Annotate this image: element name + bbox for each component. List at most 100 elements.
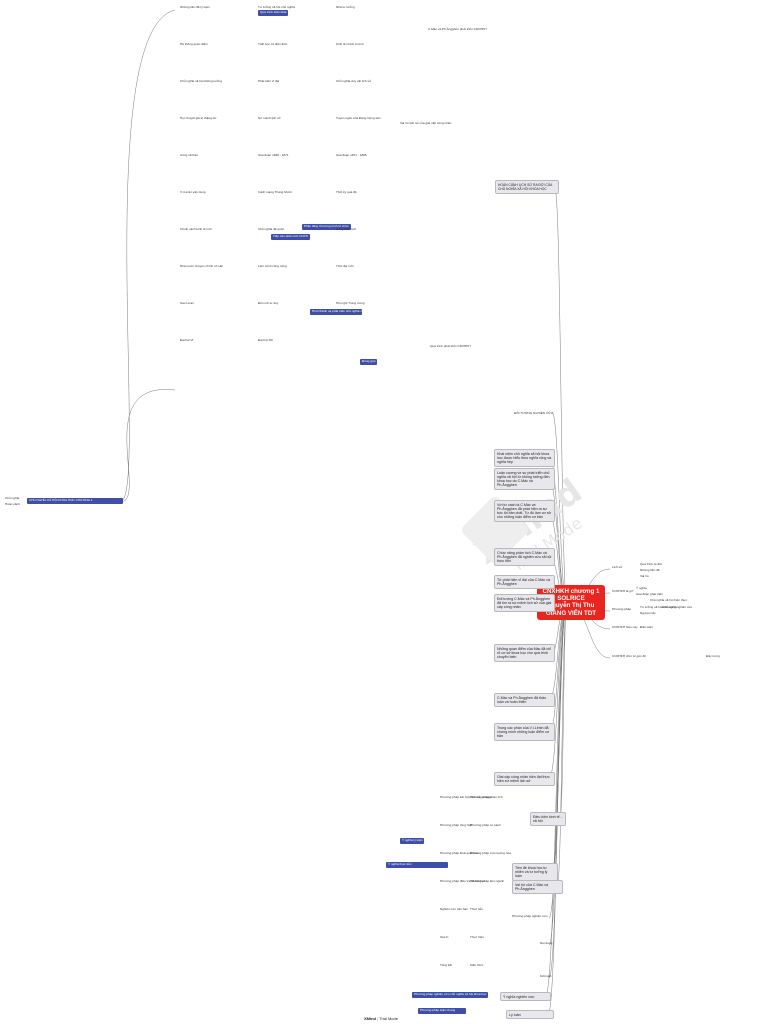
- upper-leaf-1[interactable]: Tư tưởng xã hội chủ nghĩa: [258, 5, 295, 9]
- upper-leaf-17[interactable]: Thời kỳ quá độ: [336, 190, 357, 194]
- upper-leaf-16[interactable]: Cách mạng Tháng Mười: [258, 190, 292, 194]
- lower-blue-0[interactable]: Ý nghĩa lý luận: [400, 838, 425, 844]
- connector-19: [547, 602, 568, 1016]
- upper-leaf-27[interactable]: Đại hội VI: [180, 338, 194, 342]
- central-leaf-9[interactable]: Điều kiện: [640, 625, 653, 629]
- central-branch-0[interactable]: Lịch sử: [612, 565, 623, 569]
- upper-leaf-26[interactable]: Hội nghị Trung ương: [336, 301, 365, 305]
- lower-leaf-4[interactable]: Phương pháp khái quát hóa: [440, 851, 479, 855]
- lower-box-e[interactable]: Ý nghĩa nghiên cứu: [500, 992, 551, 1002]
- upper-leaf-13[interactable]: Giai đoạn 1848 - 1871: [258, 153, 289, 157]
- central-leaf-0[interactable]: Quá trình ra đời: [640, 562, 662, 566]
- node-object[interactable]: ĐỐI TƯỢNG NGHIÊN CỨU: [514, 411, 553, 415]
- right-box-1[interactable]: Khái niệm chủ nghĩa xã hội khoa học được…: [494, 449, 555, 467]
- upper-blue-1[interactable]: Phân tầng Chương trình tổ chức: [302, 224, 351, 230]
- central-leaf-2[interactable]: Vai trò: [640, 574, 649, 578]
- upper-leaf-12[interactable]: Công xã Pari: [180, 153, 198, 157]
- central-leaf-1[interactable]: Những tiền đề: [640, 568, 660, 572]
- right-box-9[interactable]: Trong các phần của V.I.Lênin đã chứng mi…: [494, 723, 555, 741]
- lower-leaf-12[interactable]: Tổng kết: [440, 963, 453, 967]
- far-left-highlight[interactable]: CHỦ NGHĨA XÃ HỘI KHOA HỌC CHƯƠNG 1: [27, 498, 123, 504]
- central-leaf-3[interactable]: Ý nghĩa: [636, 586, 647, 590]
- lower-leaf-6[interactable]: Phương pháp điều tra xã hội học: [440, 879, 486, 883]
- central-leaf-7[interactable]: Đối tượng nghiên cứu: [662, 605, 693, 609]
- upper-leaf-4[interactable]: Triết học cổ điển Đức: [258, 42, 288, 46]
- lower-blue-2[interactable]: Phương pháp nghiên cứu chủ nghĩa xã hội …: [412, 992, 489, 998]
- upper-leaf-24[interactable]: Sau Lênin: [180, 301, 194, 305]
- upper-main-box[interactable]: HOÀN CẢNH LỊCH SỬ RA ĐỜI CỦA CHỦ NGHĨA X…: [495, 180, 559, 194]
- lower-leaf-0[interactable]: Phương pháp kết hợp lịch sử và logic: [440, 795, 492, 799]
- upper-box-b3[interactable]: Quá trình phát triển CNXHKH: [430, 344, 471, 348]
- connector-11: [548, 602, 568, 779]
- upper-leaf-0[interactable]: Những tiền đề lý luận: [180, 5, 210, 9]
- right-box-4[interactable]: Chức năng phân tích C.Mác và Ph.Ăngghen …: [494, 548, 555, 566]
- footer-brand: XMind | Trial Mode: [364, 1016, 398, 1021]
- upper-blue-3[interactable]: Hình thành và phát triển chủ nghĩa xã hộ…: [310, 309, 383, 315]
- central-branch-1[interactable]: CNXHKH là gì?: [612, 589, 634, 593]
- lower-leaf-7[interactable]: Phương pháp liên ngành: [470, 879, 505, 883]
- upper-leaf-11[interactable]: Tuyên ngôn của Đảng Cộng sản: [336, 116, 381, 120]
- right-box-7[interactable]: Những quan điểm của Mác đã chỉ rõ cơ sở …: [494, 644, 555, 662]
- upper-leaf-21[interactable]: Nhà nước chuyên chính vô sản: [180, 264, 224, 268]
- upper-leaf-19[interactable]: Chủ nghĩa đế quốc: [258, 227, 285, 231]
- lower-leaf-8[interactable]: Nghiên cứu văn bản: [440, 907, 468, 911]
- right-box-8[interactable]: C.Mác và Ph.Ăngghen đã thảo luận và hoàn…: [494, 693, 555, 707]
- far-left-label-b[interactable]: Hoàn cảnh: [5, 502, 20, 506]
- right-box-2[interactable]: Luận cương về sự phát triển chủ nghĩa xã…: [494, 468, 555, 491]
- right-box-6[interactable]: Đối tượng C.Mác và Ph.Ăngghen đã tìm ra …: [494, 594, 555, 612]
- upper-blue-0[interactable]: Quá trình triển khai: [258, 10, 289, 16]
- right-box-3[interactable]: Với tư cách là C.Mác và Ph.Ăngghen đã ph…: [494, 500, 555, 523]
- lower-leaf-9[interactable]: Thực tiễn: [470, 907, 484, 911]
- lower-leaf-1[interactable]: Phương pháp phân tích: [470, 795, 503, 799]
- central-leaf-5[interactable]: Chủ nghĩa xã hội hiện thực: [650, 598, 688, 602]
- lower-leaf-2[interactable]: Phương pháp tổng hợp: [440, 823, 473, 827]
- upper-leaf-6[interactable]: Chủ nghĩa xã hội không tưởng: [180, 79, 222, 83]
- lower-blue-3[interactable]: Phương pháp luận chung: [418, 1008, 466, 1014]
- upper-box-b2[interactable]: Vai trò lịch sử của giai cấp công nhân: [400, 121, 452, 125]
- central-leaf-8[interactable]: Nguyên tắc: [640, 611, 656, 615]
- far-left-label-a[interactable]: Chủ nghĩa: [5, 496, 20, 500]
- upper-leaf-20[interactable]: Đảng kiểu mới: [336, 227, 357, 231]
- central-leaf-10[interactable]: Đặc trưng: [706, 654, 720, 658]
- lower-leaf-10[interactable]: Giá trị: [440, 935, 449, 939]
- right-box-10[interactable]: Giai cấp công nhân hiện đại thực hiện sứ…: [494, 772, 555, 786]
- central-branch-3[interactable]: CNXHKH hiện nay: [612, 625, 638, 629]
- upper-leaf-3[interactable]: Hệ thống quan điểm: [180, 42, 208, 46]
- lower-box-h[interactable]: Kết luận: [540, 974, 552, 978]
- upper-leaf-10[interactable]: Sứ mệnh lịch sử: [258, 116, 281, 120]
- lower-box-f[interactable]: Nội dung: [540, 941, 553, 945]
- upper-leaf-28[interactable]: Đại hội XIII: [258, 338, 274, 342]
- upper-leaf-18[interactable]: Chính sách kinh tế mới: [180, 227, 212, 231]
- upper-leaf-9[interactable]: Học thuyết giá trị thặng dư: [180, 116, 217, 120]
- upper-blue-4[interactable]: Đóng góp: [360, 359, 378, 365]
- lower-leaf-11[interactable]: Thực hiện: [470, 935, 484, 939]
- central-branch-2[interactable]: Phương pháp: [612, 607, 632, 611]
- footer-mode: Trial Mode: [379, 1016, 398, 1021]
- upper-leaf-8[interactable]: Chủ nghĩa duy vật lịch sử: [336, 79, 372, 83]
- upper-leaf-25[interactable]: Đổi mới tư duy: [258, 301, 279, 305]
- upper-leaf-5[interactable]: Kinh tế chính trị Anh: [336, 42, 364, 46]
- right-box-5[interactable]: Từ phát hiện vĩ đại của C.Mác và Ph.Ăngg…: [494, 575, 555, 589]
- lower-box-a[interactable]: Điều kiện kinh tế - xã hội: [530, 812, 566, 826]
- upper-box-b1[interactable]: C.Mác và Ph.Ăngghen phát triển CNXHKH: [428, 27, 487, 31]
- central-leaf-4[interactable]: Giai đoạn phát triển: [636, 592, 664, 596]
- upper-leaf-15[interactable]: V.I.Lênin vận dụng: [180, 190, 206, 194]
- upper-blue-2[interactable]: Tiếp cận phân tích CNXH: [271, 234, 310, 240]
- lower-box-d[interactable]: Phương pháp nghiên cứu: [512, 914, 548, 918]
- lower-leaf-3[interactable]: Phương pháp so sánh: [470, 823, 501, 827]
- lower-leaf-13[interactable]: Kiến thức: [470, 963, 484, 967]
- central-leaf-6[interactable]: Tư tưởng xã hội chủ nghĩa: [640, 605, 677, 609]
- upper-leaf-2[interactable]: Nhà tư tưởng: [336, 5, 355, 9]
- upper-leaf-7[interactable]: Phát kiến vĩ đại: [258, 79, 280, 83]
- lower-box-b[interactable]: Tiền đề khoa học tự nhiên và tư tưởng lý…: [512, 863, 558, 881]
- upper-leaf-22[interactable]: Liên minh công nông: [258, 264, 287, 268]
- lower-blue-1[interactable]: Ý nghĩa thực tiễn: [386, 862, 448, 868]
- lower-leaf-5[interactable]: Phương pháp trừu tượng hóa: [470, 851, 511, 855]
- lower-box-c[interactable]: Vai trò của C.Mác và Ph.Ăngghen: [512, 880, 563, 894]
- upper-leaf-23[interactable]: Thời đại mới: [336, 264, 354, 268]
- central-branch-4[interactable]: CNXHKH nhìn từ góc độ: [612, 654, 646, 658]
- lower-box-g[interactable]: Lý luận: [506, 1010, 554, 1020]
- upper-leaf-14[interactable]: Giai đoạn 1871 - 1895: [336, 153, 367, 157]
